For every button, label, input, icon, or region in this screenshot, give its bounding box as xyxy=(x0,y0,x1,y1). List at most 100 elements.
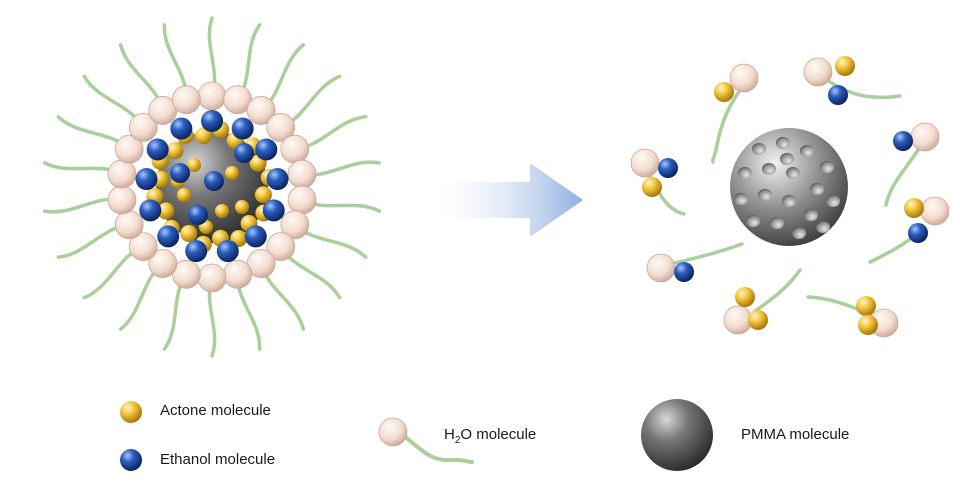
ethanol-molecule xyxy=(135,168,158,191)
ethanol-molecule xyxy=(266,168,289,191)
water-head-bead xyxy=(266,232,296,261)
ethanol-molecule xyxy=(244,225,267,248)
water-head-bead xyxy=(287,185,317,215)
acetone-molecule xyxy=(195,127,213,145)
pmma-dimple xyxy=(820,161,834,173)
water-head-bead xyxy=(128,113,158,142)
ethanol-molecule xyxy=(828,85,848,105)
ethanol-molecule xyxy=(262,199,285,222)
water-tail xyxy=(711,88,742,164)
acetone-molecule xyxy=(166,141,184,159)
legend-ethanol-label: Ethanol molecule xyxy=(160,451,276,468)
water-head-bead xyxy=(114,210,144,240)
ethanol-molecule xyxy=(204,171,224,191)
pmma-dimple xyxy=(816,221,830,233)
ethanol-molecule xyxy=(893,131,913,151)
micelle-assembly xyxy=(42,16,382,358)
acetone-molecule xyxy=(215,204,229,218)
water-label-sub: 2 xyxy=(454,435,461,446)
legend-ethanol-icon xyxy=(120,449,142,471)
ethanol-molecule xyxy=(674,262,694,282)
ethanol-molecule xyxy=(170,117,193,140)
water-head-bead xyxy=(171,85,201,115)
water-head-bead xyxy=(910,122,940,152)
acetone-molecule xyxy=(835,56,855,76)
pmma-particle xyxy=(730,128,848,246)
water-head-bead xyxy=(223,259,253,289)
pmma-dimple xyxy=(762,163,776,175)
acetone-molecule xyxy=(856,296,876,316)
water-head-bead xyxy=(148,249,178,278)
ethanol-molecule xyxy=(216,240,239,263)
dispersed-state xyxy=(630,56,950,338)
ethanol-molecule xyxy=(255,138,278,161)
water-head-bead xyxy=(114,134,144,164)
ethanol-molecule xyxy=(658,158,678,178)
water-head-bead xyxy=(107,185,137,215)
pmma-dimple xyxy=(746,215,760,227)
pmma-surface-dimples xyxy=(734,137,840,239)
acetone-molecule xyxy=(642,177,662,197)
pmma-dimple xyxy=(758,189,772,201)
water-head-bead xyxy=(197,81,227,111)
acetone-molecule xyxy=(254,186,272,204)
legend-pmma-icon xyxy=(641,399,713,471)
acetone-molecule xyxy=(748,310,768,330)
acetone-molecule xyxy=(904,198,924,218)
water-head-bead xyxy=(266,113,296,142)
pmma-dimple xyxy=(738,167,752,179)
micelle-water-heads xyxy=(107,81,317,293)
ethanol-molecule xyxy=(170,163,190,183)
acetone-molecule xyxy=(225,166,239,180)
water-head-bead xyxy=(287,159,317,189)
pmma-dimple xyxy=(792,227,806,239)
acetone-molecule xyxy=(180,224,198,242)
acetone-molecule xyxy=(235,200,249,214)
water-head-bead xyxy=(729,63,759,93)
pmma-dimple xyxy=(804,209,818,221)
ethanol-molecule xyxy=(231,117,254,140)
water-head-bead xyxy=(197,263,227,293)
water-head-bead xyxy=(646,253,676,283)
pmma-dimple xyxy=(810,183,824,195)
water-head-bead xyxy=(723,305,753,335)
ethanol-molecule xyxy=(188,205,208,225)
legend-acetone-label: Actone molecule xyxy=(160,402,271,419)
water-tail xyxy=(752,268,802,314)
transition-arrow-icon xyxy=(438,163,583,237)
legend-pmma-label: PMMA molecule xyxy=(741,426,850,443)
ethanol-molecule xyxy=(185,240,208,263)
ethanol-molecule xyxy=(146,138,169,161)
pmma-dimple xyxy=(800,145,814,157)
ethanol-molecule xyxy=(908,223,928,243)
pmma-dimple xyxy=(734,193,748,205)
water-head-bead xyxy=(920,196,950,226)
acetone-molecule xyxy=(714,82,734,102)
water-label-rest: O molecule xyxy=(460,426,537,443)
ethanol-molecule xyxy=(139,199,162,222)
pmma-dimple xyxy=(780,153,794,165)
pmma-dimple xyxy=(786,167,800,179)
pmma-dimple xyxy=(752,143,766,155)
acetone-molecule xyxy=(858,315,878,335)
legend-acetone-icon xyxy=(120,401,142,423)
acetone-molecule xyxy=(177,188,191,202)
pmma-dimple xyxy=(776,137,790,149)
water-head-bead xyxy=(246,96,276,125)
water-tail xyxy=(673,242,744,265)
acetone-molecule xyxy=(157,202,175,220)
ethanol-molecule xyxy=(201,110,223,132)
micelle-ethanol-shell xyxy=(135,110,289,263)
legend-water-icon xyxy=(378,417,474,464)
acetone-molecule xyxy=(735,287,755,307)
ethanol-molecule xyxy=(157,225,180,248)
free-molecules xyxy=(630,56,950,338)
water-head-bead xyxy=(107,159,137,189)
acetone-molecule xyxy=(187,158,201,172)
water-head-bead xyxy=(803,57,833,87)
water-head-bead xyxy=(128,232,158,261)
pmma-dimple xyxy=(770,217,784,229)
ethanol-molecule xyxy=(234,143,254,163)
legend-water-label: H2O molecule xyxy=(444,426,536,446)
